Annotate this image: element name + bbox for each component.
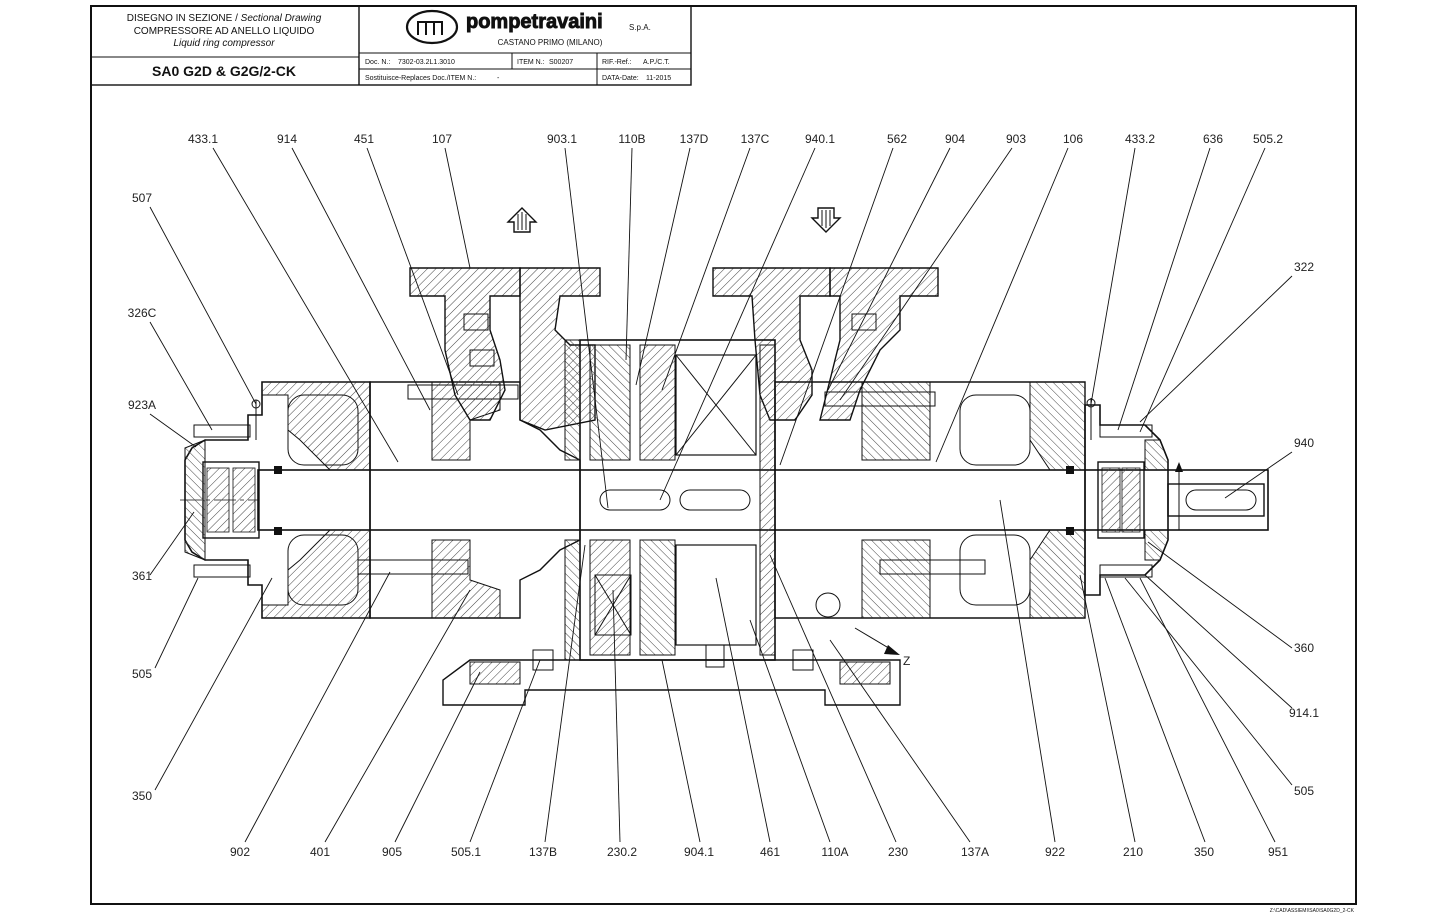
callout-904-1: 904.1 xyxy=(684,845,714,859)
callout-505-2: 505.2 xyxy=(1253,132,1283,146)
callout-433-2: 433.2 xyxy=(1125,132,1155,146)
callout-914: 914 xyxy=(277,132,297,146)
callout-360: 360 xyxy=(1294,641,1314,655)
model-title: SA0 G2D & G2G/2-CK xyxy=(152,63,296,79)
callout-137b: 137B xyxy=(529,845,557,859)
callout-902: 902 xyxy=(230,845,250,859)
company-logo xyxy=(405,9,459,45)
ref-value: A.P./C.T. xyxy=(643,59,670,66)
company-city: CASTANO PRIMO (MILANO) xyxy=(498,38,603,47)
impeller-key xyxy=(599,489,671,511)
item-label: ITEM N.: xyxy=(517,59,545,66)
company-suffix: S.p.A. xyxy=(629,23,651,32)
left-bearing xyxy=(202,461,260,539)
callout-110a: 110A xyxy=(821,845,848,859)
callout-903-1: 903.1 xyxy=(547,132,577,146)
company-name: pompetravaini xyxy=(466,11,603,33)
shaft-end xyxy=(1167,483,1265,517)
ref-label: RIF.-Ref.: xyxy=(602,59,632,66)
impeller-lower xyxy=(675,544,757,646)
callout-562: 562 xyxy=(887,132,907,146)
callout-labels: 433.1 914 451 107 903.1 110B 137D 137C 9… xyxy=(128,132,1320,859)
leader-lines xyxy=(149,147,1293,843)
left-suction-flange xyxy=(409,267,521,421)
view-z-arrow: Z xyxy=(854,627,910,668)
replaces-label: Sostituisce-Replaces Doc./ITEM N.: xyxy=(365,75,476,82)
title-line1: DISEGNO IN SEZIONE / Sectional Drawing xyxy=(127,13,322,24)
callout-505-left: 505 xyxy=(132,667,152,681)
shaft-key xyxy=(1185,489,1257,511)
callout-922: 922 xyxy=(1045,845,1065,859)
callout-903: 903 xyxy=(1006,132,1026,146)
callout-505-1: 505.1 xyxy=(451,845,481,859)
callout-350-left: 350 xyxy=(132,789,152,803)
rotation-arrow xyxy=(1175,462,1183,530)
replaces-value: - xyxy=(497,75,500,82)
callout-107: 107 xyxy=(432,132,452,146)
item-value: S00207 xyxy=(549,59,573,66)
callout-110b: 110B xyxy=(618,132,645,146)
callout-210: 210 xyxy=(1123,845,1143,859)
callout-137d: 137D xyxy=(680,132,709,146)
callout-940: 940 xyxy=(1294,436,1314,450)
title-line1-it: DISEGNO IN SEZIONE / xyxy=(127,13,238,24)
callout-137a: 137A xyxy=(961,845,989,859)
callout-904: 904 xyxy=(945,132,965,146)
tie-bolt-lower-left xyxy=(357,559,469,575)
callout-940-1: 940.1 xyxy=(805,132,835,146)
callout-401: 401 xyxy=(310,845,330,859)
date-label: DATA-Date: xyxy=(602,75,639,82)
base-foot xyxy=(442,659,901,706)
callout-106: 106 xyxy=(1063,132,1083,146)
doc-value: 7302-03.2L1.3010 xyxy=(398,59,455,66)
callout-326c: 326C xyxy=(128,306,157,320)
view-z-label: Z xyxy=(903,654,910,668)
callout-451: 451 xyxy=(354,132,374,146)
file-path: Z:\CAD\ASSIEMI\SA0\SA0G2D_2-CK xyxy=(1270,908,1355,914)
title-line1-en: Sectional Drawing xyxy=(241,13,322,24)
callout-433-1: 433.1 xyxy=(188,132,218,146)
callout-951: 951 xyxy=(1268,845,1288,859)
callout-505-right: 505 xyxy=(1294,784,1314,798)
date-value: 11-2015 xyxy=(646,75,671,82)
right-bearing xyxy=(1097,461,1145,539)
callout-914-1: 914.1 xyxy=(1289,706,1319,720)
doc-label: Doc. N.: xyxy=(365,59,390,66)
title-block: DISEGNO IN SEZIONE / Sectional Drawing C… xyxy=(90,5,692,86)
pump-section: Z xyxy=(180,207,1269,706)
callout-923a: 923A xyxy=(128,398,156,412)
suction-arrow-up xyxy=(506,207,538,233)
impeller-upper xyxy=(675,354,757,456)
callout-230: 230 xyxy=(888,845,908,859)
title-line3: Liquid ring compressor xyxy=(173,38,275,49)
callout-137c: 137C xyxy=(741,132,770,146)
title-line2: COMPRESSORE AD ANELLO LIQUIDO xyxy=(134,26,315,37)
callout-636: 636 xyxy=(1203,132,1223,146)
discharge-arrow-down xyxy=(810,207,842,233)
callout-230-2: 230.2 xyxy=(607,845,637,859)
tie-bolt-upper-right xyxy=(824,391,936,407)
callout-322: 322 xyxy=(1294,260,1314,274)
callout-461: 461 xyxy=(760,845,780,859)
tie-bolt-lower-right xyxy=(879,559,986,575)
callout-507: 507 xyxy=(132,191,152,205)
callout-361: 361 xyxy=(132,569,152,583)
drawing-frame xyxy=(90,5,1357,905)
callout-905: 905 xyxy=(382,845,402,859)
callout-350-bottom: 350 xyxy=(1194,845,1214,859)
